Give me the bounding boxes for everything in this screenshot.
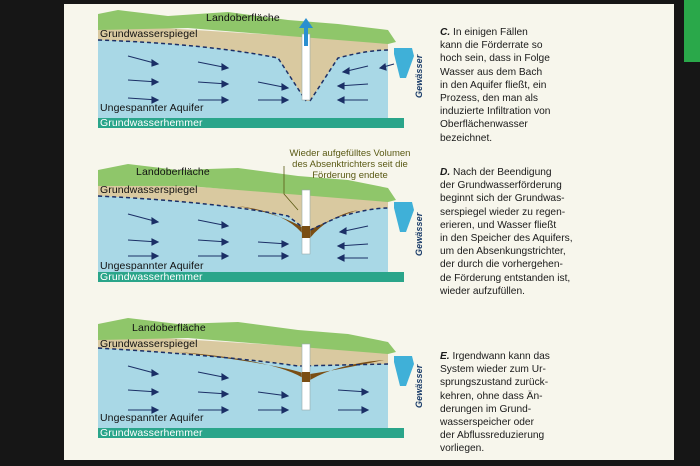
diagram-panel-c: Landoberfläche Grundwasserspiegel Ungesp… xyxy=(88,6,424,129)
description-d: D. Nach der Beendigung der Grundwasserfö… xyxy=(440,166,590,298)
description-c: C. In einigen Fällen kann die Förderrate… xyxy=(440,26,590,145)
well-casing xyxy=(301,189,311,255)
callout-leader xyxy=(283,166,299,211)
description-line: kann die Förderrate so xyxy=(440,40,543,52)
hemmer-label: Grundwasserhemmer xyxy=(100,427,203,439)
description-line: der Abflussreduzierung xyxy=(440,430,545,442)
water-table-line xyxy=(97,195,389,231)
aquifer-zone xyxy=(98,348,388,428)
description-line: Oberflächenwasser xyxy=(440,119,528,131)
description-line: kehren, ohne dass Än- xyxy=(440,390,543,402)
aquifer-zone xyxy=(98,196,388,272)
description-line: serspiegel wieder zu regen- xyxy=(440,206,566,218)
description-line: In einigen Fällen xyxy=(453,27,528,38)
land-surface-label: Landoberfläche xyxy=(206,12,280,24)
water-table-line xyxy=(97,347,389,367)
description-line: der Grundwasserförderung xyxy=(440,180,562,192)
description-e: E. Irgendwann kann das System wieder zum… xyxy=(440,350,590,456)
flow-arrows xyxy=(127,55,395,104)
water-table-line xyxy=(97,39,389,102)
description-line: sprungszustand zurück- xyxy=(440,377,549,389)
stream-label: Gewässer xyxy=(414,364,424,408)
description-line: erieren, und Wasser fließt xyxy=(440,219,557,231)
description-line: Nach der Beendigung xyxy=(453,167,552,178)
description-line: in den Aquifer fließt, ein xyxy=(440,79,547,91)
description-letter: D. xyxy=(440,167,451,178)
water-table-label: Grundwasserspiegel xyxy=(100,28,198,40)
description-line: induzierte Infiltration von xyxy=(440,106,551,118)
hemmer-label: Grundwasserhemmer xyxy=(100,271,203,283)
description-line: beginnt sich der Grundwas- xyxy=(440,193,565,205)
description-line: vorliegen. xyxy=(440,443,485,455)
callout-line: des Absenktrichters seit die xyxy=(292,159,408,170)
cross-section-c xyxy=(97,10,414,128)
flow-arrows xyxy=(127,365,370,414)
land-surface-label: Landoberfläche xyxy=(136,166,210,178)
flow-arrows xyxy=(127,213,369,262)
hemmer-layer xyxy=(98,272,404,282)
stream xyxy=(394,48,414,78)
description-line: um den Absenkungstrichter, xyxy=(440,246,566,258)
description-line: der durch die vorhergehen- xyxy=(440,259,563,271)
description-line: in den Speicher des Aquifers, xyxy=(440,233,573,245)
aquifer-label: Ungespannter Aquifer xyxy=(100,102,204,114)
land-surface xyxy=(98,318,396,354)
description-letter: C. xyxy=(440,27,451,38)
diagram-panel-e: Landoberfläche Grundwasserspiegel Ungesp… xyxy=(88,316,424,439)
description-line: Wasser aus dem Bach xyxy=(440,66,543,78)
callout-line: Wieder aufgefülltes Volumen xyxy=(289,148,411,159)
hemmer-label: Grundwasserhemmer xyxy=(100,117,203,129)
description-line: wasserspeicher oder xyxy=(440,417,534,429)
description-line: Prozess, den man als xyxy=(440,93,538,105)
water-table-label: Grundwasserspiegel xyxy=(100,184,198,196)
callout-line: Förderung endete xyxy=(312,170,388,181)
description-line: hoch sein, dass in Folge xyxy=(440,53,550,65)
aquifer-label: Ungespannter Aquifer xyxy=(100,412,204,424)
well-refill xyxy=(302,372,310,382)
stream xyxy=(394,356,414,386)
description-line: bezeichnet. xyxy=(440,132,493,144)
description-line: System wieder zum Ur- xyxy=(440,364,546,376)
edge-strip xyxy=(684,0,700,62)
diagram-panel-d: Landoberfläche Grundwasserspiegel Ungesp… xyxy=(88,160,424,283)
stream-label: Gewässer xyxy=(414,54,424,98)
hemmer-layer xyxy=(98,428,404,438)
land-surface xyxy=(98,164,396,202)
water-table-label: Grundwasserspiegel xyxy=(100,338,198,350)
aquifer-label: Ungespannter Aquifer xyxy=(100,260,204,272)
pump-arrow xyxy=(299,18,313,28)
cross-section-e xyxy=(97,318,414,438)
land-surface-label: Landoberfläche xyxy=(132,322,206,334)
cross-section-d xyxy=(97,164,414,282)
well-refill xyxy=(302,226,310,238)
description-line: derungen im Grund- xyxy=(440,403,532,415)
stream xyxy=(394,202,414,232)
description-line: wieder aufzufüllen. xyxy=(440,285,525,297)
pump-shaft xyxy=(304,28,308,46)
description-letter: E. xyxy=(440,351,450,362)
refill-callout: Wieder aufgefülltes Volumen des Absenktr… xyxy=(275,148,425,181)
description-line: Irgendwann kann das xyxy=(452,351,550,362)
hemmer-layer xyxy=(98,118,404,128)
description-line: de Förderung entstanden ist, xyxy=(440,272,571,284)
aquifer-zone xyxy=(98,40,388,118)
stream-label: Gewässer xyxy=(414,212,424,256)
land-surface xyxy=(98,10,396,44)
